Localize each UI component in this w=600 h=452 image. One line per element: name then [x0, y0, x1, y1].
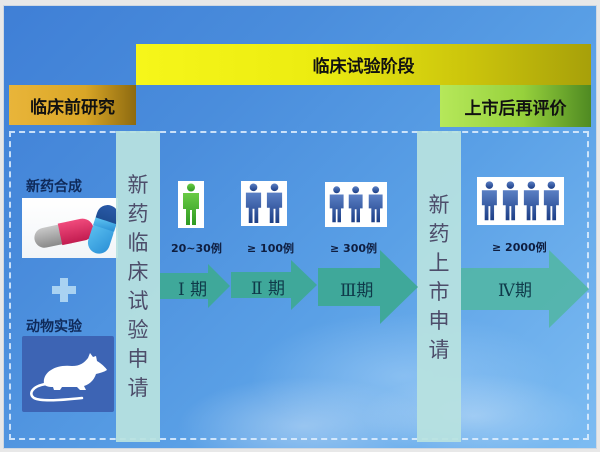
mouse-image: [22, 336, 114, 412]
post-market-evaluation-bar: 上市后再评价: [440, 85, 591, 127]
phase1-label: Ⅰ 期: [178, 280, 208, 300]
clinical-trial-stage-label: 临床试验阶段: [312, 57, 415, 77]
capsule-image: [22, 198, 119, 258]
phase2-arrow: Ⅱ 期: [231, 260, 317, 310]
nda-char: 市: [428, 280, 450, 304]
phase2-people-group: [241, 181, 287, 226]
phase3-people-group: [325, 182, 387, 227]
nda-application-panel: 新 药 上 市 申 请: [417, 131, 461, 442]
preclinical-research-bar: 临床前研究: [9, 85, 136, 125]
person-icon: [502, 181, 518, 221]
plus-icon: [50, 276, 78, 304]
ind-char: 药: [127, 201, 149, 226]
person-icon: [523, 181, 539, 221]
person-icon: [481, 181, 497, 221]
ind-char: 临: [127, 230, 149, 255]
phase4-label: Ⅳ期: [498, 281, 532, 301]
ind-char: 验: [127, 317, 149, 342]
ind-char: 请: [127, 375, 149, 400]
phase2-label: Ⅱ 期: [251, 279, 285, 299]
ind-char: 新: [127, 172, 149, 197]
nda-char: 申: [428, 309, 450, 333]
mouse-icon: [30, 353, 107, 402]
process-dashed-border: [9, 131, 589, 440]
animal-experiment-label: 动物实验: [26, 319, 82, 335]
person-icon: [266, 183, 283, 223]
phase1-arrow: Ⅰ 期: [160, 264, 230, 308]
post-market-evaluation-label: 上市后再评价: [464, 98, 567, 119]
phase2-count: ≥ 100例: [247, 242, 295, 255]
phase1-people-group: [178, 181, 204, 228]
person-icon: [349, 186, 363, 223]
person-icon: [245, 183, 262, 223]
clinical-trial-stage-bar: 临床试验阶段: [136, 44, 591, 85]
phase4-arrow: Ⅳ期: [461, 250, 589, 328]
ind-char: 申: [127, 346, 149, 371]
person-icon: [183, 183, 199, 225]
phase4-count: ≥ 2000例: [492, 241, 547, 254]
phase1-count: 20~30例: [171, 242, 222, 255]
phase3-arrow: Ⅲ期: [318, 250, 418, 324]
person-icon: [329, 186, 344, 223]
ind-char: 试: [127, 288, 149, 313]
phase3-label: Ⅲ期: [340, 281, 374, 301]
person-icon: [368, 186, 383, 223]
phase3-count: ≥ 300例: [330, 242, 378, 255]
capsule-icon: [34, 205, 119, 254]
preclinical-research-label: 临床前研究: [30, 97, 115, 118]
new-drug-synthesis-label: 新药合成: [26, 179, 82, 195]
ind-application-panel: 新 药 临 床 试 验 申 请: [116, 131, 160, 442]
nda-char: 上: [428, 251, 450, 275]
ind-char: 床: [127, 259, 149, 284]
person-icon: [544, 181, 560, 221]
phase4-people-group: [477, 177, 564, 225]
nda-char: 药: [428, 222, 450, 246]
nda-char: 请: [428, 338, 450, 362]
nda-char: 新: [428, 193, 450, 217]
